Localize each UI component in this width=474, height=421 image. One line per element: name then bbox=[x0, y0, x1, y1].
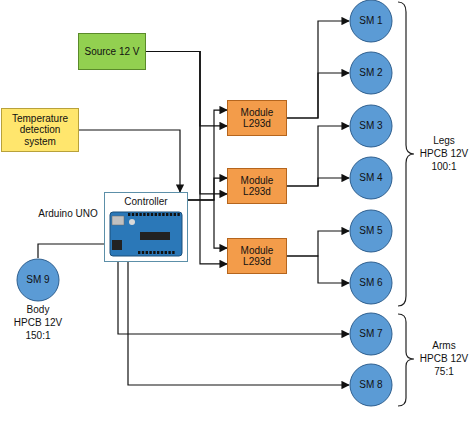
power-source: Source 12 V bbox=[78, 33, 146, 70]
box-label: Module L293d bbox=[230, 245, 284, 268]
pin bbox=[157, 251, 159, 254]
motor-label: SM 7 bbox=[359, 328, 382, 340]
connector bbox=[287, 21, 349, 118]
motor-label: SM 2 bbox=[359, 67, 382, 79]
connector bbox=[38, 244, 104, 258]
controller-box: Controller bbox=[104, 192, 188, 262]
motor-spec: HPCB 12V bbox=[420, 353, 468, 365]
pin bbox=[158, 213, 160, 216]
pin bbox=[165, 251, 167, 254]
circle-shape bbox=[17, 259, 59, 301]
connector bbox=[188, 178, 227, 200]
pin bbox=[136, 213, 138, 216]
pin bbox=[172, 251, 174, 254]
driver-module: Module L293d bbox=[227, 168, 287, 204]
motor-circle: SM 3 bbox=[349, 104, 393, 148]
circle-shape bbox=[350, 52, 392, 94]
motor-label: SM 1 bbox=[359, 15, 382, 27]
motor-circle: SM 4 bbox=[349, 156, 393, 200]
chip bbox=[140, 232, 170, 240]
box-label: Module L293d bbox=[230, 175, 284, 198]
connector bbox=[146, 52, 227, 264]
driver-module: Module L293d bbox=[227, 238, 287, 274]
circle-shape bbox=[350, 313, 392, 355]
pin bbox=[170, 213, 172, 216]
header-pins bbox=[128, 213, 180, 254]
pin bbox=[132, 213, 134, 216]
pin bbox=[174, 213, 176, 216]
motor-spec: Arms bbox=[432, 340, 455, 352]
box-label: Module L293d bbox=[230, 107, 284, 130]
circle-shape bbox=[350, 157, 392, 199]
motor-circle: SM 8 bbox=[349, 363, 393, 407]
pin bbox=[153, 251, 155, 254]
pin bbox=[162, 213, 164, 216]
motor-spec: Body bbox=[27, 304, 50, 316]
circle-shape bbox=[350, 105, 392, 147]
motor-spec: Legs bbox=[433, 135, 455, 147]
pin bbox=[161, 251, 163, 254]
circle-shape bbox=[350, 0, 392, 42]
connector bbox=[287, 256, 349, 283]
circle-shape bbox=[350, 210, 392, 252]
pin bbox=[147, 213, 149, 216]
arduino-board bbox=[110, 212, 182, 256]
usb-connector bbox=[112, 216, 124, 225]
box-label: Temperature detection system bbox=[4, 113, 76, 148]
motor-label: SM 8 bbox=[359, 379, 382, 391]
motor-label: SM 3 bbox=[359, 120, 382, 132]
pin bbox=[128, 213, 130, 216]
board-outline bbox=[110, 212, 182, 256]
connector bbox=[128, 262, 349, 385]
arms-brace bbox=[398, 314, 414, 406]
motor-spec: 75:1 bbox=[434, 366, 453, 378]
motor-spec: HPCB 12V bbox=[420, 148, 468, 160]
legs-brace bbox=[398, 2, 414, 306]
motor-label: SM 9 bbox=[26, 274, 49, 286]
motor-spec: 150:1 bbox=[25, 330, 50, 342]
box-label: Controller bbox=[124, 196, 167, 208]
connector bbox=[287, 126, 349, 186]
pin bbox=[177, 213, 179, 216]
connector bbox=[188, 200, 227, 248]
motor-circle: SM 6 bbox=[349, 261, 393, 305]
connector bbox=[287, 73, 349, 118]
sensor-box: Temperature detection system bbox=[1, 108, 79, 152]
pin bbox=[149, 251, 151, 254]
driver-module: Module L293d bbox=[227, 100, 287, 136]
pin bbox=[146, 251, 148, 254]
pin bbox=[143, 213, 145, 216]
motor-label: SM 5 bbox=[359, 225, 382, 237]
connector bbox=[188, 110, 227, 200]
connector bbox=[146, 52, 227, 126]
pin bbox=[155, 213, 157, 216]
motor-circle: SM 5 bbox=[349, 209, 393, 253]
pin bbox=[151, 213, 153, 216]
motor-circle: SM 1 bbox=[349, 0, 393, 43]
circle-shape bbox=[350, 364, 392, 406]
circle-shape bbox=[350, 262, 392, 304]
pin bbox=[142, 251, 144, 254]
connector bbox=[79, 130, 180, 192]
pin bbox=[168, 251, 170, 254]
connector bbox=[287, 178, 349, 186]
board-name: Arduino UNO bbox=[38, 208, 97, 220]
motor-circle: SM 2 bbox=[349, 51, 393, 95]
motor-spec: HPCB 12V bbox=[14, 317, 62, 329]
motor-spec: 100:1 bbox=[431, 161, 456, 173]
pin bbox=[139, 213, 141, 216]
motor-circle: SM 7 bbox=[349, 312, 393, 356]
motor-label: SM 4 bbox=[359, 172, 382, 184]
pin bbox=[138, 251, 140, 254]
motor-circle: SM 9 bbox=[16, 258, 60, 302]
motor-label: SM 6 bbox=[359, 277, 382, 289]
box-label: Source 12 V bbox=[84, 46, 139, 58]
power-jack bbox=[112, 240, 122, 250]
pin bbox=[166, 213, 168, 216]
connector bbox=[146, 52, 227, 194]
reset-button bbox=[129, 219, 135, 225]
connector bbox=[287, 231, 349, 256]
